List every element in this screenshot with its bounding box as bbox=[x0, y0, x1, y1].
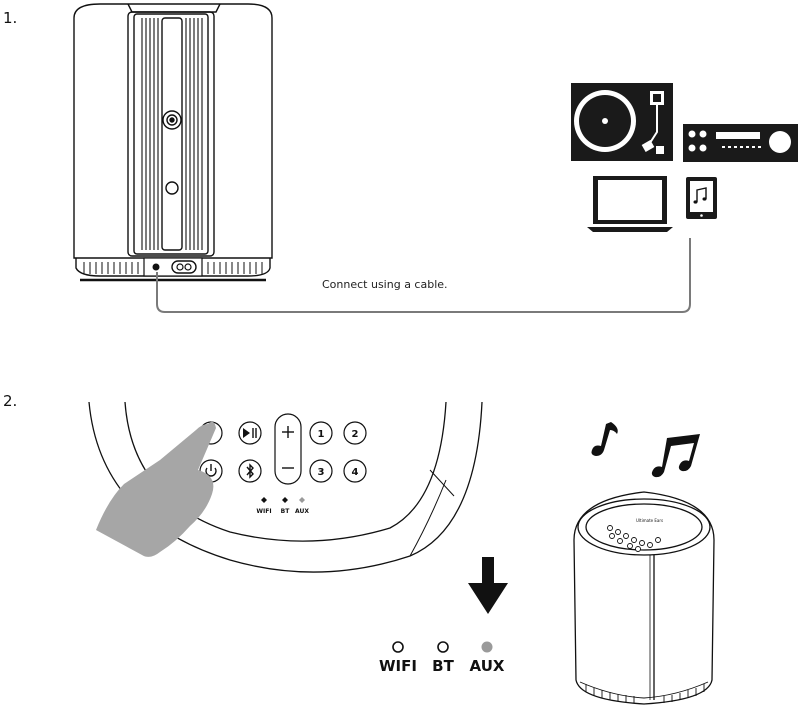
preset-3-label: 3 bbox=[318, 467, 325, 478]
panel-button-icons bbox=[205, 426, 294, 479]
music-note-icon bbox=[591, 422, 618, 456]
speaker-front-base-ribs bbox=[579, 681, 709, 703]
laptop-icon bbox=[587, 176, 673, 232]
panel-small-indicators: WIFI BT AUX bbox=[256, 497, 309, 515]
preset-1-button bbox=[309, 421, 333, 445]
speaker-base-ribs bbox=[83, 262, 263, 274]
aux-indicator bbox=[481, 641, 493, 653]
step-1-caption: Connect using a cable. bbox=[322, 278, 448, 291]
aux-cable bbox=[156, 238, 691, 313]
down-arrow-icon bbox=[468, 557, 508, 614]
bluetooth-icon bbox=[246, 463, 254, 479]
speaker-brand-logo: Ultimate Ears bbox=[636, 518, 663, 523]
preset-2-button bbox=[343, 421, 367, 445]
power-icon bbox=[205, 467, 217, 477]
preset-2-label: 2 bbox=[352, 429, 359, 440]
panel-label-bt: BT bbox=[281, 508, 291, 515]
bt-label: BT bbox=[432, 657, 454, 675]
preset-1-label: 1 bbox=[318, 429, 325, 440]
panel-label-wifi: WIFI bbox=[256, 508, 271, 515]
wifi-label: WIFI bbox=[379, 657, 417, 675]
speaker-back-view bbox=[73, 3, 273, 282]
speaker-top-buttons bbox=[607, 525, 661, 552]
wifi-indicator bbox=[392, 641, 404, 653]
turntable-icon bbox=[571, 83, 673, 161]
speaker-front-view bbox=[573, 491, 715, 705]
step-1-number: 1. bbox=[3, 9, 18, 27]
stereo-receiver-icon bbox=[683, 124, 798, 162]
music-note-icon-double bbox=[651, 434, 700, 478]
panel-label-aux: AUX bbox=[295, 508, 309, 515]
tablet-icon bbox=[686, 177, 717, 219]
play-pause-icon bbox=[243, 428, 250, 438]
preset-4-label: 4 bbox=[352, 467, 359, 478]
panel-button-numbers: 1 2 3 4 bbox=[318, 429, 359, 478]
panel-buttons bbox=[199, 413, 367, 485]
bt-indicator bbox=[437, 641, 449, 653]
aux-label: AUX bbox=[470, 657, 505, 675]
step-2-number: 2. bbox=[3, 392, 18, 410]
preset-4-button bbox=[343, 459, 367, 483]
volume-rocker bbox=[274, 413, 302, 485]
preset-3-button bbox=[309, 459, 333, 483]
power-port bbox=[171, 260, 197, 274]
status-indicators: WIFI BT AUX bbox=[379, 641, 505, 675]
hand-icon bbox=[96, 421, 216, 557]
aux-port bbox=[152, 263, 160, 271]
